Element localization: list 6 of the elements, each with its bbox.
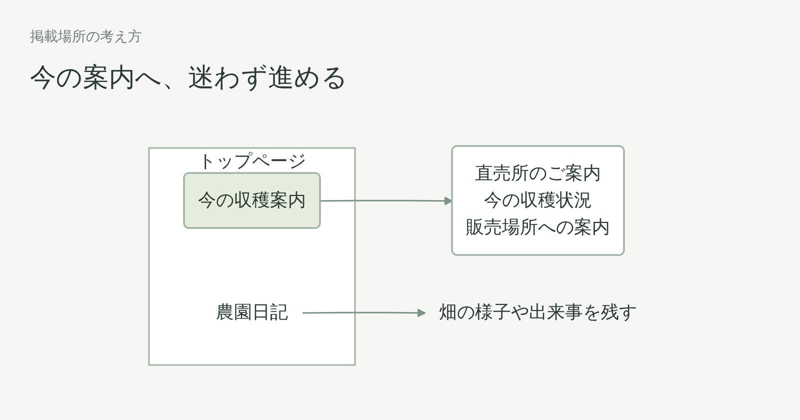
arrow [320,196,453,205]
node-text: 農園日記 [216,302,288,322]
kicker-text: 掲載場所の考え方 [30,28,142,46]
title: 今の案内へ、迷わず進める [30,62,348,95]
arrow [302,308,426,317]
node-text: 畑の様子や出来事を残す [439,302,637,322]
